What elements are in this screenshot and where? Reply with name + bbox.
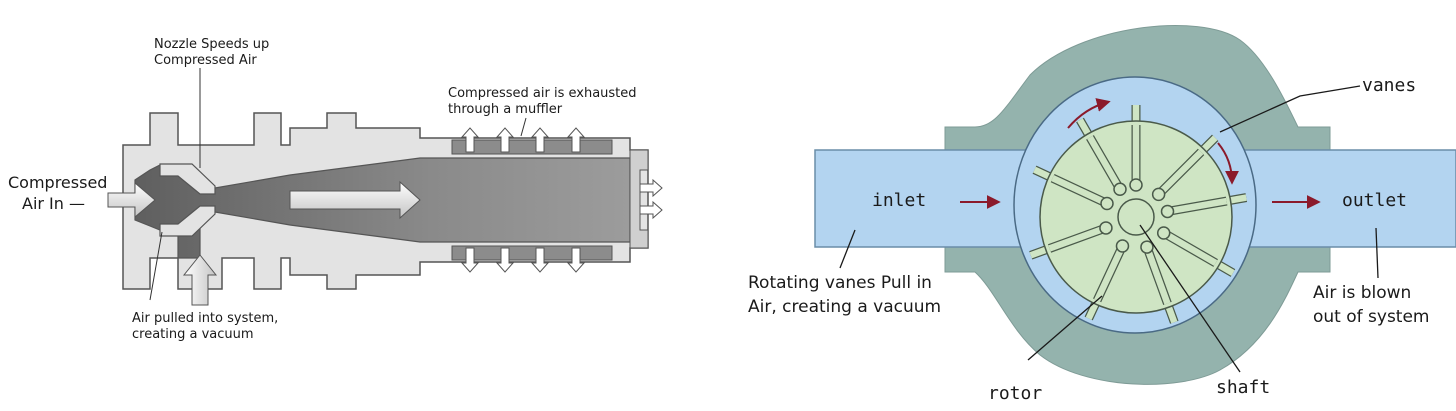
vane-pump-diagram: vanes inlet outlet rotor shaft Rotating … bbox=[748, 25, 1456, 404]
exhaust-arrow-right bbox=[639, 200, 663, 220]
nozzle-insert-bottom bbox=[159, 205, 216, 237]
exhaust-arrow-down bbox=[566, 247, 586, 273]
vanes-label: vanes bbox=[1362, 75, 1416, 96]
rotor-slot bbox=[1166, 197, 1228, 215]
rotor-slot bbox=[1156, 149, 1204, 197]
shaft-label: shaft bbox=[1216, 377, 1270, 398]
rotor-slot-end bbox=[1160, 204, 1175, 219]
rotor-slot bbox=[1051, 175, 1109, 207]
ejector-diagram: Nozzle Speeds up Compressed Air Compress… bbox=[8, 37, 663, 342]
rotating-vanes-label: Rotating vanes Pull in Air, creating a v… bbox=[748, 273, 941, 317]
rotor-leader bbox=[1027, 295, 1103, 361]
vanes-leader bbox=[1219, 85, 1361, 133]
blown-leader bbox=[1375, 227, 1379, 279]
exhaust-arrow-up bbox=[530, 127, 550, 153]
outlet-label: outlet bbox=[1342, 190, 1407, 211]
rotor-slot-end bbox=[1113, 182, 1127, 197]
rotor-slot-end bbox=[1115, 239, 1130, 253]
rotor-slot-end bbox=[1100, 196, 1114, 211]
nozzle-insert-top bbox=[159, 163, 216, 195]
exhaust-arrow-down bbox=[495, 247, 515, 273]
rotor-slot-end bbox=[1099, 221, 1113, 235]
rotor-slot-end bbox=[1151, 187, 1166, 202]
vacuum-leader bbox=[149, 231, 163, 301]
rotor-slot-end bbox=[1156, 226, 1171, 240]
exhaust-arrows-bottom bbox=[460, 247, 586, 273]
inlet-label: inlet bbox=[872, 190, 926, 211]
shaft bbox=[1117, 198, 1155, 236]
rotor-slot-end bbox=[1129, 178, 1143, 192]
exhaust-arrow-up bbox=[460, 127, 480, 153]
compressed-air-in-label: Compressed Air In — bbox=[8, 173, 113, 213]
air-blown-label: Air is blown out of system bbox=[1313, 283, 1430, 327]
ejector-end-cap bbox=[629, 149, 649, 249]
main-flow-arrow bbox=[289, 180, 421, 220]
rotor-slot bbox=[1048, 224, 1108, 252]
exhaust-arrow-down bbox=[530, 247, 550, 273]
rotor-slot bbox=[1162, 230, 1218, 266]
rotation-arrow-right bbox=[1217, 142, 1239, 185]
compressed-air-in-arrow bbox=[107, 181, 156, 219]
vacuum-label: Air pulled into system, creating a vacuu… bbox=[132, 311, 282, 342]
rotor-slot bbox=[1094, 244, 1126, 302]
vacuum-inlet-arrow bbox=[182, 254, 218, 306]
exhaust-arrow-down bbox=[460, 247, 480, 273]
exhaust-arrow-up bbox=[566, 127, 586, 153]
exhaust-arrow-right bbox=[639, 178, 663, 198]
shaft-leader bbox=[1139, 224, 1241, 373]
exhaust-arrows-right bbox=[639, 178, 663, 220]
rotor-label: rotor bbox=[988, 383, 1042, 404]
rotor-slot bbox=[1087, 135, 1123, 191]
rotation-arrow-top bbox=[1067, 98, 1111, 129]
exhaust-arrow-up bbox=[495, 127, 515, 153]
exhaust-label: Compressed air is exhausted through a mu… bbox=[448, 86, 641, 117]
exhaust-arrows-top bbox=[460, 127, 586, 153]
rotating-leader bbox=[839, 229, 856, 269]
rotor-slots bbox=[1048, 125, 1228, 305]
exhaust-leader bbox=[520, 117, 527, 137]
muffler-rim-bottom bbox=[451, 245, 613, 261]
muffler-rim-top bbox=[451, 139, 613, 155]
rotor-slot bbox=[1143, 245, 1171, 305]
nozzle-label: Nozzle Speeds up Compressed Air bbox=[154, 37, 273, 68]
rotor-slot-end bbox=[1140, 240, 1154, 254]
